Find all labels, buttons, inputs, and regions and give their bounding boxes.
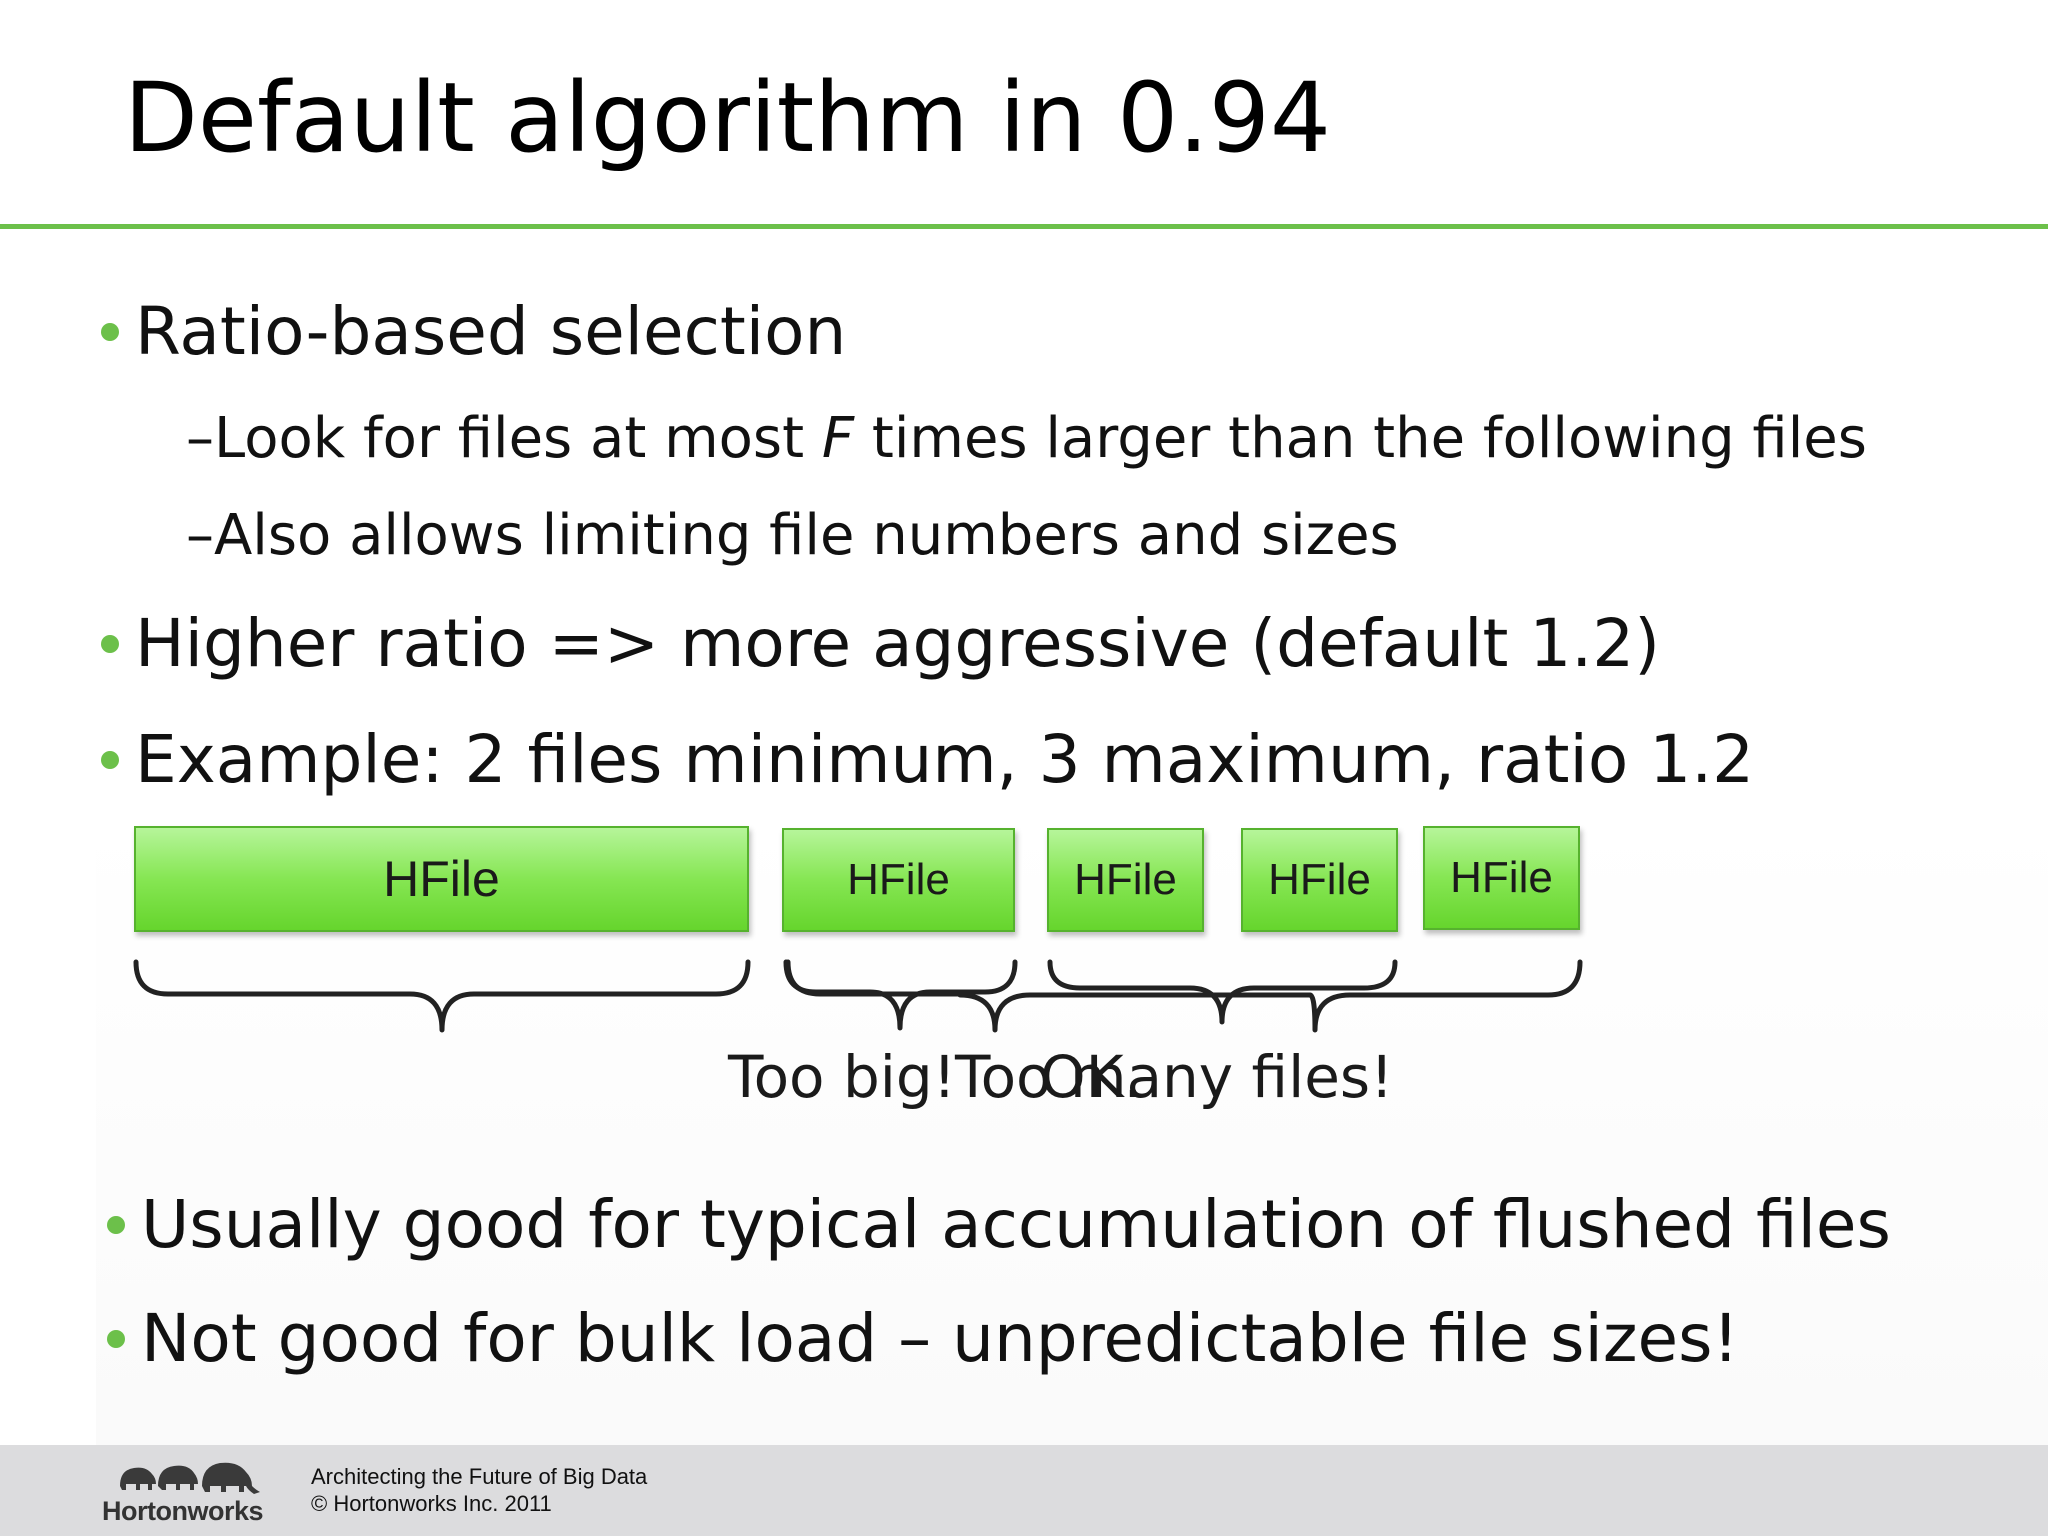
elephant-logo-icon <box>120 1462 260 1494</box>
bullet-dot <box>101 751 119 769</box>
hfile-label: HFile <box>1074 855 1177 904</box>
sub-bullet-text-pre: –Look for files at most <box>186 406 822 471</box>
hfile-block-4: HFile <box>1241 828 1398 932</box>
label-too-big: Too big! <box>728 1043 956 1111</box>
bullet-higher-ratio: Higher ratio => more aggressive (default… <box>135 605 1661 682</box>
hfile-label: HFile <box>847 855 950 904</box>
footer-copyright: © Hortonworks Inc. 2011 <box>311 1491 552 1516</box>
bullet-dot <box>101 323 119 341</box>
hfile-label: HFile <box>383 851 500 907</box>
sub-bullet-limits: –Also allows limiting file numbers and s… <box>186 503 1399 568</box>
label-too-many-files: Too many files! <box>955 1043 1394 1111</box>
sub-bullet-text-em: F <box>821 406 855 471</box>
slide-title: Default algorithm in 0.94 <box>124 62 1331 174</box>
sub-bullet-look-for-files: –Look for files at most F times larger t… <box>186 404 1867 474</box>
hfile-block-2: HFile <box>782 828 1015 932</box>
brace-too-many-outer <box>785 959 1583 1033</box>
bullet-example: Example: 2 files minimum, 3 maximum, rat… <box>135 721 1755 798</box>
hortonworks-logo-text: Hortonworks <box>102 1496 264 1526</box>
hfile-block-5: HFile <box>1423 826 1580 930</box>
title-divider <box>0 224 2048 229</box>
footer-tagline: Architecting the Future of Big Data <box>311 1464 648 1489</box>
hfile-label: HFile <box>1268 855 1371 904</box>
bullet-usually-good: Usually good for typical accumulation of… <box>141 1186 1891 1263</box>
sub-bullet-text-post: times larger than the following files <box>854 406 1867 471</box>
bullet-not-good: Not good for bulk load – unpredictable f… <box>141 1300 1739 1377</box>
hfile-block-3: HFile <box>1047 828 1204 932</box>
brace-too-big <box>133 959 751 1033</box>
bullet-ratio-based: Ratio-based selection <box>135 293 847 370</box>
footer-bar <box>0 1445 2048 1536</box>
label-ok: OK. <box>1040 1043 1143 1111</box>
bullet-dot <box>107 1216 125 1234</box>
bullet-dot <box>101 635 119 653</box>
brace-ok <box>1047 959 1398 1025</box>
hfile-label: HFile <box>1450 853 1553 902</box>
bullet-dot <box>107 1330 125 1348</box>
hfile-block-1: HFile <box>134 826 749 932</box>
